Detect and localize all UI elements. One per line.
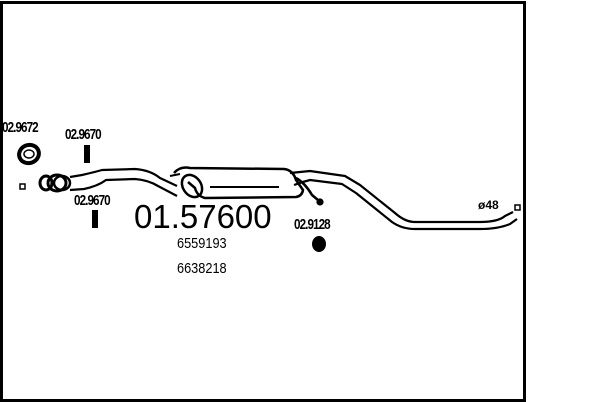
- gasket-ring-icon: [17, 142, 41, 166]
- oe-number-1: 6559193: [177, 235, 227, 252]
- rear-pipe: [289, 169, 518, 231]
- rubber-mount-icon: [312, 236, 326, 252]
- rubber-hanger-top-icon: [84, 145, 90, 163]
- front-pipe: [69, 167, 178, 197]
- rubber-hanger-top-label: 02.9670: [65, 126, 102, 143]
- inlet-flange-icon: [38, 173, 72, 193]
- rubber-hanger-bottom-icon: [92, 210, 98, 228]
- oe-number-2: 6638218: [177, 260, 227, 277]
- gasket-ring-label: 02.9672: [2, 119, 39, 136]
- rubber-mount-label: 02.9128: [294, 216, 331, 233]
- main-part-number: 01.57600: [134, 198, 272, 235]
- rubber-hanger-bottom-label: 02.9670: [74, 192, 111, 209]
- muffler-icon: [169, 166, 305, 200]
- pipe-end-marker-icon: [514, 204, 521, 211]
- pipe-diameter-label: ø48: [478, 198, 499, 212]
- pipe-start-marker-icon: [19, 183, 26, 190]
